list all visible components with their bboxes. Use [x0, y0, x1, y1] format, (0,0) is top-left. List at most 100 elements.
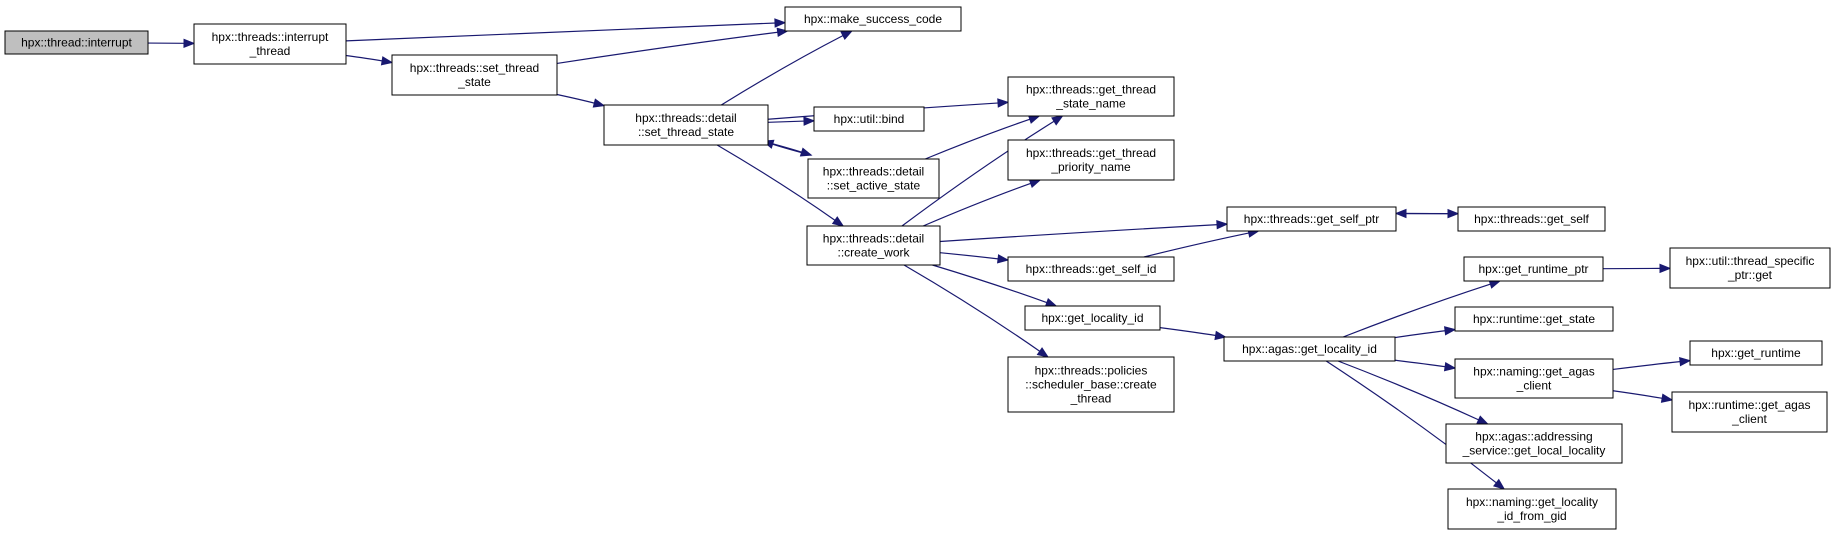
node-label: hpx::util::thread_specific [1686, 254, 1815, 268]
graph-node[interactable]: hpx::agas::get_locality_id [1223, 336, 1396, 362]
node-label: hpx::agas::get_locality_id [1242, 342, 1377, 356]
node-box [1226, 206, 1397, 232]
edge-arrowhead [1028, 179, 1042, 188]
node-box [1007, 139, 1175, 181]
edge-arrowhead [183, 38, 196, 49]
node-box [806, 225, 941, 266]
edge-arrowhead [803, 116, 816, 126]
node-label: hpx::runtime::get_state [1473, 312, 1595, 326]
graph-node[interactable]: hpx::threads::set_thread_state [391, 54, 558, 96]
graph-node[interactable]: hpx::naming::get_locality_id_from_gid [1447, 488, 1617, 530]
node-label: ::scheduler_base::create [1025, 378, 1157, 392]
edge-line [922, 182, 1032, 227]
node-label: _state [457, 75, 491, 89]
node-label: _state_name [1055, 97, 1126, 111]
edge-arrowhead [776, 27, 789, 38]
node-box [1223, 336, 1396, 362]
node-label: hpx::get_runtime [1711, 346, 1801, 360]
edges-layer [147, 18, 1692, 490]
edge-arrowhead [1493, 478, 1506, 490]
edge-line [771, 143, 812, 156]
graph-node[interactable]: hpx::util::thread_specific_ptr::get [1669, 247, 1831, 289]
node-label: hpx::threads::detail [823, 232, 924, 246]
node-box [193, 23, 347, 65]
graph-node[interactable]: hpx::get_locality_id [1024, 305, 1161, 331]
node-box [603, 104, 769, 146]
edge-line [767, 120, 806, 123]
edge-line [345, 22, 777, 42]
graph-node[interactable]: hpx::threads::detail::set_active_state [807, 158, 940, 199]
edge-arrowhead [1216, 219, 1229, 230]
node-box [1454, 358, 1614, 399]
edge-line [1325, 360, 1498, 484]
node-box [813, 106, 925, 132]
edge-line [1612, 360, 1682, 371]
edge-arrowhead [774, 18, 787, 28]
graph-node[interactable]: hpx::agas::addressing_service::get_local… [1445, 423, 1623, 464]
graph-node[interactable]: hpx::threads::policies::scheduler_base::… [1007, 356, 1175, 413]
edge-line [1143, 232, 1250, 258]
node-label: hpx::runtime::get_agas [1688, 398, 1810, 412]
node-label: hpx::threads::policies [1035, 364, 1148, 378]
edge-arrowhead [1679, 356, 1692, 367]
graph-node[interactable]: hpx::threads::detail::set_thread_state [603, 104, 769, 146]
node-label: hpx::threads::get_self_ptr [1244, 212, 1379, 226]
node-label: _client [1731, 412, 1767, 426]
graph-node[interactable]: hpx::threads::interrupt_thread [193, 23, 347, 65]
edge-arrowhead [997, 254, 1010, 264]
node-label: _priority_name [1050, 160, 1131, 174]
edge-line [1394, 359, 1447, 368]
node-box [1463, 256, 1604, 282]
node-box [1457, 206, 1606, 232]
graph-node[interactable]: hpx::thread::interrupt [4, 30, 149, 55]
edge-arrowhead [1027, 114, 1041, 124]
nodes-layer: hpx::thread::interrupt hpx::threads::inte… [4, 6, 1831, 530]
edge-line [939, 252, 1000, 260]
edge-line [924, 118, 1031, 160]
node-box [784, 6, 962, 32]
node-label: hpx::util::bind [834, 112, 905, 126]
edge-line [901, 120, 1056, 227]
edge-arrowhead [1660, 393, 1674, 403]
graph-node[interactable]: hpx::make_success_code [784, 6, 962, 32]
node-label: hpx::thread::interrupt [21, 36, 132, 50]
graph-node[interactable]: hpx::threads::get_self [1457, 206, 1606, 232]
node-box [1007, 76, 1175, 117]
graph-node[interactable]: hpx::threads::get_self_id [1007, 256, 1175, 282]
node-label: hpx::make_success_code [804, 12, 942, 26]
graph-node[interactable]: hpx::runtime::get_state [1454, 306, 1614, 332]
graph-node[interactable]: hpx::threads::get_self_ptr [1226, 206, 1397, 232]
node-box [391, 54, 558, 96]
edge-arrowhead [1476, 415, 1489, 425]
node-box [1671, 391, 1828, 433]
node-label: _thread [249, 44, 291, 58]
node-box [1669, 247, 1831, 289]
node-label: hpx::threads::get_thread [1026, 83, 1156, 97]
node-label: hpx::threads::detail [823, 165, 924, 179]
graph-node[interactable]: hpx::threads::get_thread_state_name [1007, 76, 1175, 117]
node-label: hpx::get_runtime_ptr [1478, 262, 1588, 276]
edge-line [556, 93, 596, 104]
graph-node[interactable]: hpx::util::bind [813, 106, 925, 132]
edge-line [1394, 330, 1447, 339]
edge-arrowhead [1394, 208, 1407, 219]
node-label: ::set_thread_state [638, 125, 734, 139]
graph-node[interactable]: hpx::threads::get_thread_priority_name [1007, 139, 1175, 181]
edge-line [1342, 283, 1492, 338]
edge-arrowhead [1051, 115, 1064, 126]
graph-node[interactable]: hpx::naming::get_agas_client [1454, 358, 1614, 399]
node-box [1007, 256, 1175, 282]
node-label: _service::get_local_locality [1462, 444, 1606, 458]
edge-arrowhead [1044, 297, 1058, 307]
node-box [1024, 305, 1161, 331]
edge-arrowhead [1444, 326, 1457, 336]
edge-arrowhead [840, 30, 854, 41]
node-box [1689, 340, 1823, 366]
graph-node[interactable]: hpx::threads::detail::create_work [806, 225, 941, 266]
edge-line [1612, 390, 1664, 400]
node-box [1454, 306, 1614, 332]
graph-node[interactable]: hpx::get_runtime_ptr [1463, 256, 1604, 282]
edge-line [720, 34, 845, 106]
graph-node[interactable]: hpx::get_runtime [1689, 340, 1823, 366]
graph-node[interactable]: hpx::runtime::get_agas_client [1671, 391, 1828, 433]
